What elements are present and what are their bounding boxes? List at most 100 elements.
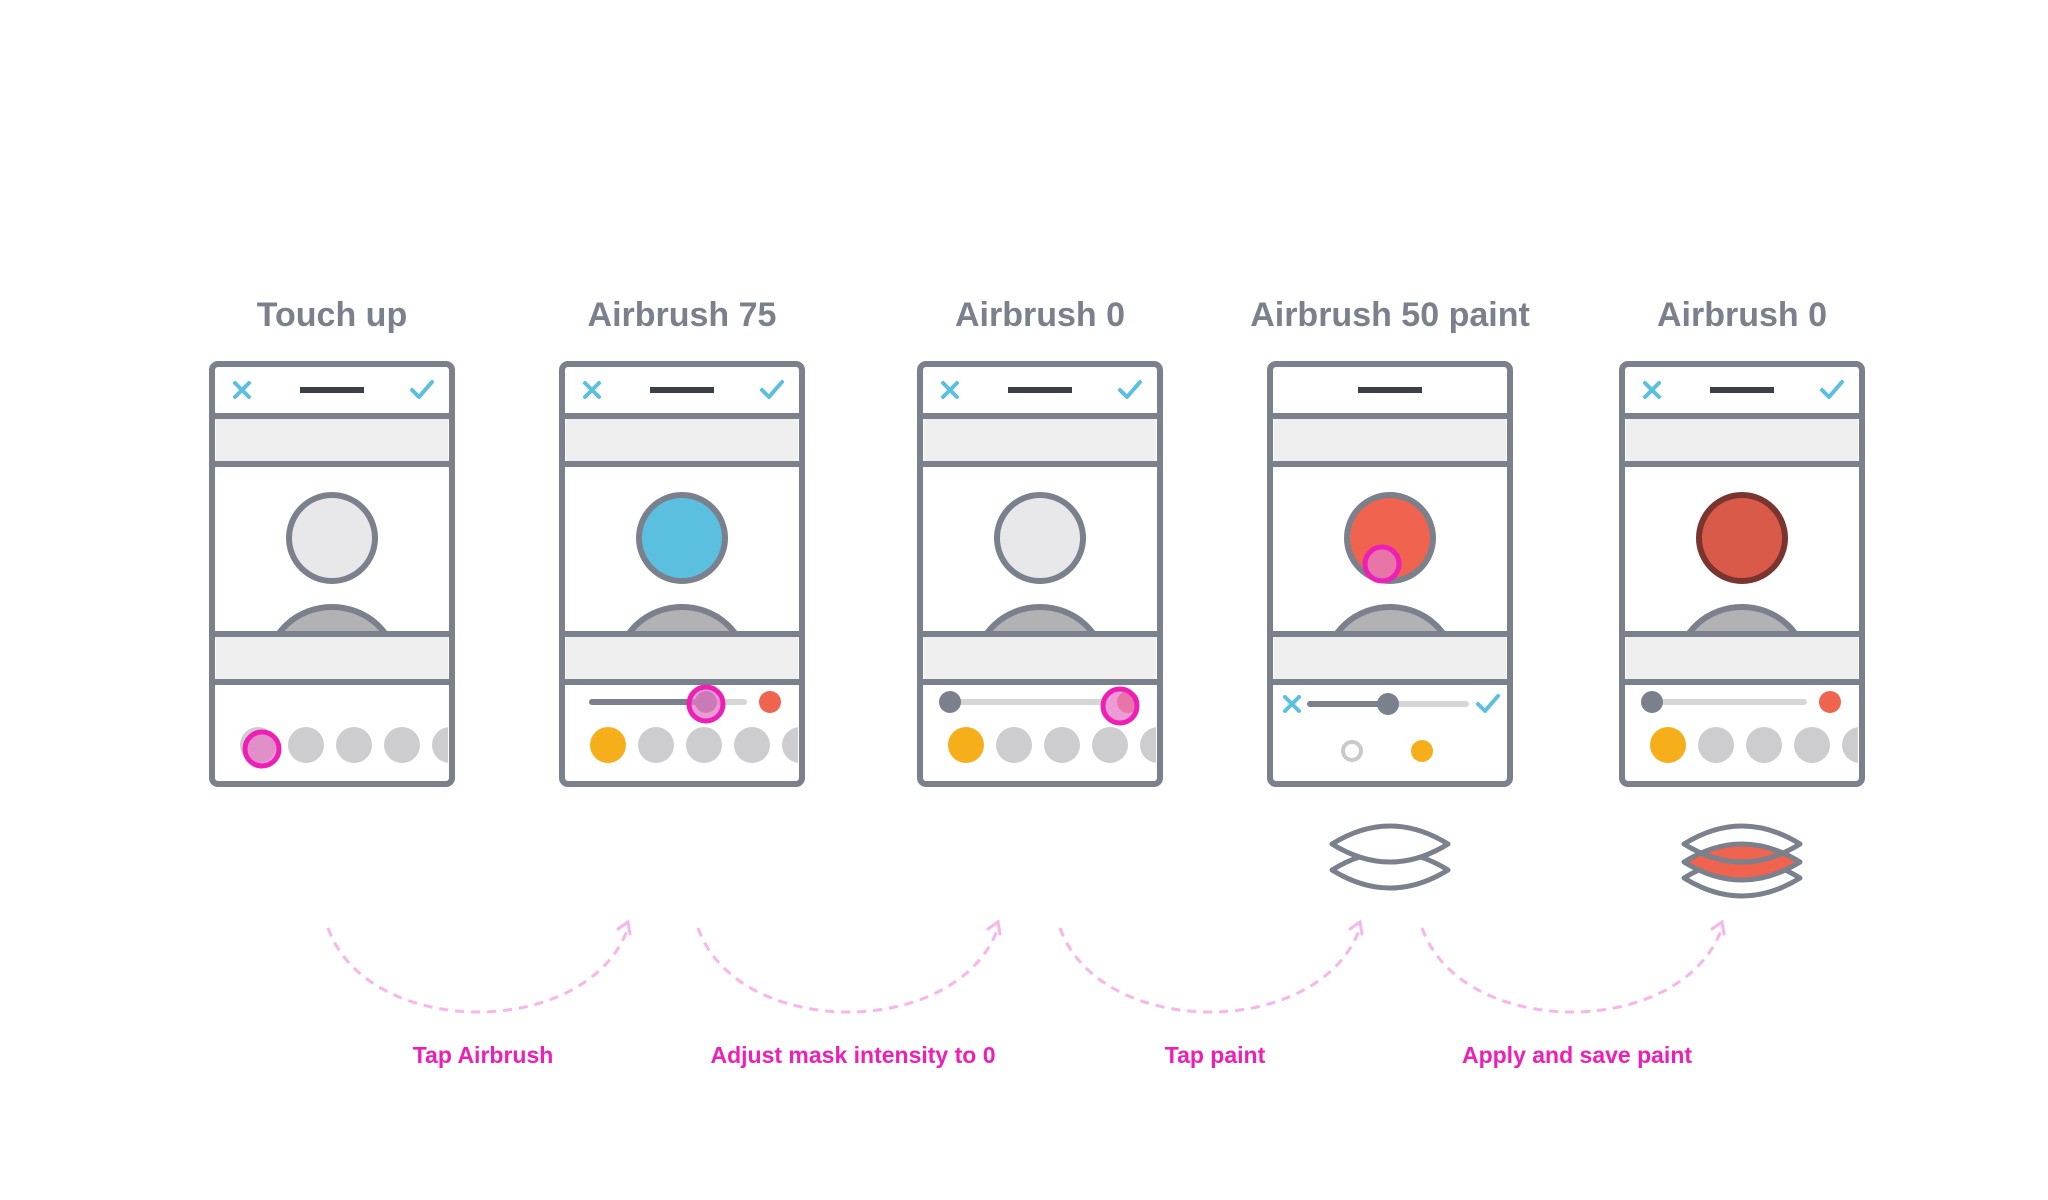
arrow-arc bbox=[696, 927, 1000, 1014]
tool-chip[interactable] bbox=[336, 727, 372, 763]
close-icon[interactable] bbox=[1283, 695, 1301, 713]
tool-chips bbox=[948, 727, 1176, 763]
brush-erase-option[interactable] bbox=[1341, 740, 1363, 762]
step-label: Tap Airbrush bbox=[413, 1042, 554, 1068]
slider-knob[interactable] bbox=[939, 691, 961, 713]
close-icon[interactable] bbox=[1643, 381, 1661, 399]
slider-knob[interactable] bbox=[1377, 693, 1399, 715]
close-icon-stroke bbox=[1283, 695, 1301, 713]
arrow-arc bbox=[1058, 927, 1362, 1014]
slider-knob[interactable] bbox=[1641, 691, 1663, 713]
caption-strip bbox=[1626, 634, 1858, 682]
check-icon[interactable] bbox=[1118, 380, 1142, 399]
screen-title: Airbrush 0 bbox=[1657, 296, 1827, 334]
layers-icon bbox=[1329, 823, 1451, 891]
phone-frame bbox=[209, 361, 455, 787]
tool-chip[interactable] bbox=[996, 727, 1032, 763]
caption-strip bbox=[924, 634, 1156, 682]
tool-chip[interactable] bbox=[686, 727, 722, 763]
close-icon-stroke bbox=[1643, 381, 1661, 399]
avatar-face bbox=[636, 492, 728, 584]
paint-color-dot[interactable] bbox=[759, 691, 781, 713]
tool-chip-airbrush[interactable] bbox=[590, 727, 626, 763]
arrow-head bbox=[1348, 919, 1364, 936]
avatar-body bbox=[1332, 604, 1448, 634]
check-icon[interactable] bbox=[1820, 380, 1844, 399]
avatar-face bbox=[1696, 492, 1788, 584]
layers-icon bbox=[1681, 823, 1803, 899]
tool-chip[interactable] bbox=[734, 727, 770, 763]
toolbar-strip bbox=[216, 416, 448, 462]
avatar-body bbox=[982, 604, 1098, 634]
phone-screen-5: Airbrush 0 bbox=[1619, 296, 1878, 787]
tool-chip[interactable] bbox=[1140, 727, 1176, 763]
close-icon[interactable] bbox=[233, 381, 251, 399]
arrow-head bbox=[986, 919, 1002, 936]
caption-strip bbox=[216, 634, 448, 682]
layer-top bbox=[1329, 823, 1451, 865]
tap-indicator bbox=[686, 684, 726, 724]
step-label: Tap paint bbox=[1165, 1042, 1266, 1068]
step-label: Apply and save paint bbox=[1462, 1042, 1692, 1068]
tool-chip-airbrush[interactable] bbox=[1650, 727, 1686, 763]
avatar-face bbox=[994, 492, 1086, 584]
arrow-arc bbox=[1420, 927, 1724, 1014]
check-icon[interactable] bbox=[1476, 694, 1500, 713]
tool-chip[interactable] bbox=[1092, 727, 1128, 763]
tool-chip[interactable] bbox=[432, 727, 468, 763]
arrow-arc bbox=[326, 927, 630, 1014]
step-arrow-3: Tap paint bbox=[1058, 919, 1364, 1068]
step-arrow-1: Tap Airbrush bbox=[326, 919, 632, 1068]
caption-strip bbox=[566, 634, 798, 682]
tap-indicator bbox=[1362, 544, 1402, 584]
tool-chip[interactable] bbox=[1746, 727, 1782, 763]
toolbar-strip bbox=[1274, 416, 1506, 462]
phone-screen-3: Airbrush 0 bbox=[917, 296, 1176, 787]
phone-screen-4: Airbrush 50 paint bbox=[1250, 296, 1530, 787]
tool-chip[interactable] bbox=[1044, 727, 1080, 763]
tool-chip[interactable] bbox=[288, 727, 324, 763]
screen-title: Airbrush 0 bbox=[955, 296, 1125, 334]
close-icon-stroke bbox=[583, 381, 601, 399]
arrow-head bbox=[616, 919, 632, 936]
avatar-body bbox=[1684, 604, 1800, 634]
toolbar-strip bbox=[924, 416, 1156, 462]
phone-screen-2: Airbrush 75 bbox=[559, 296, 818, 787]
close-icon[interactable] bbox=[941, 381, 959, 399]
screen-title: Touch up bbox=[257, 296, 407, 334]
tap-indicator bbox=[1100, 686, 1140, 726]
arrow-head bbox=[1710, 919, 1726, 936]
tool-chip[interactable] bbox=[782, 727, 818, 763]
tap-indicator bbox=[242, 729, 282, 769]
check-icon[interactable] bbox=[410, 380, 434, 399]
avatar-body bbox=[624, 604, 740, 634]
tool-chips bbox=[1650, 727, 1878, 763]
phone-frame bbox=[1619, 361, 1865, 787]
check-icon[interactable] bbox=[760, 380, 784, 399]
screen-title: Airbrush 75 bbox=[588, 296, 777, 334]
close-icon-stroke bbox=[233, 381, 251, 399]
caption-strip bbox=[1274, 634, 1506, 682]
close-icon[interactable] bbox=[583, 381, 601, 399]
step-arrow-2: Adjust mask intensity to 0 bbox=[696, 919, 1002, 1068]
toolbar-strip bbox=[1626, 416, 1858, 462]
phone-frame bbox=[559, 361, 805, 787]
avatar-face bbox=[286, 492, 378, 584]
tool-chip[interactable] bbox=[1698, 727, 1734, 763]
paint-color-dot[interactable] bbox=[1819, 691, 1841, 713]
tool-chip-airbrush[interactable] bbox=[948, 727, 984, 763]
tool-chip[interactable] bbox=[1842, 727, 1878, 763]
tool-chip[interactable] bbox=[638, 727, 674, 763]
brush-paint-option[interactable] bbox=[1411, 740, 1433, 762]
step-arrow-4: Apply and save paint bbox=[1420, 919, 1726, 1068]
layer-top bbox=[1681, 823, 1803, 865]
tool-chips bbox=[590, 727, 818, 763]
tool-chip[interactable] bbox=[384, 727, 420, 763]
close-icon-stroke bbox=[941, 381, 959, 399]
toolbar-strip bbox=[566, 416, 798, 462]
step-label: Adjust mask intensity to 0 bbox=[710, 1042, 995, 1068]
tool-chip[interactable] bbox=[1794, 727, 1830, 763]
phone-frame bbox=[917, 361, 1163, 787]
avatar-body bbox=[274, 604, 390, 634]
